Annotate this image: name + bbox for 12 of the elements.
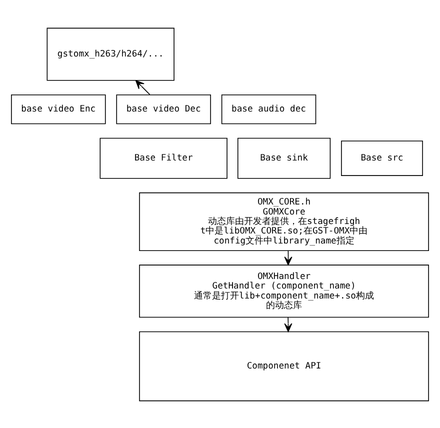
node-box: Base src [341, 140, 423, 176]
node-box: OMX_CORE.h GOMXCore 动态库由开发者提供，在stagefright中是libOMX_CORE.so;在GST-OMX中由config文件中library_name指定 [139, 192, 429, 251]
node-box: Base Filter [100, 137, 228, 178]
node-box: base video Dec [116, 94, 211, 124]
node-box: Componenet API [139, 330, 429, 401]
node-box: base audio dec [221, 94, 316, 124]
node-box: base video Enc [11, 94, 106, 124]
node-box: gstomx_h263/h264/... [46, 27, 174, 80]
node-box: OMXHandler GetHandler (component_name) 通常是打开lib+component_name+.so构成的动态库 [139, 264, 429, 318]
arrow [284, 316, 292, 332]
node-box: Base sink [237, 137, 331, 178]
arrow [135, 80, 150, 94]
